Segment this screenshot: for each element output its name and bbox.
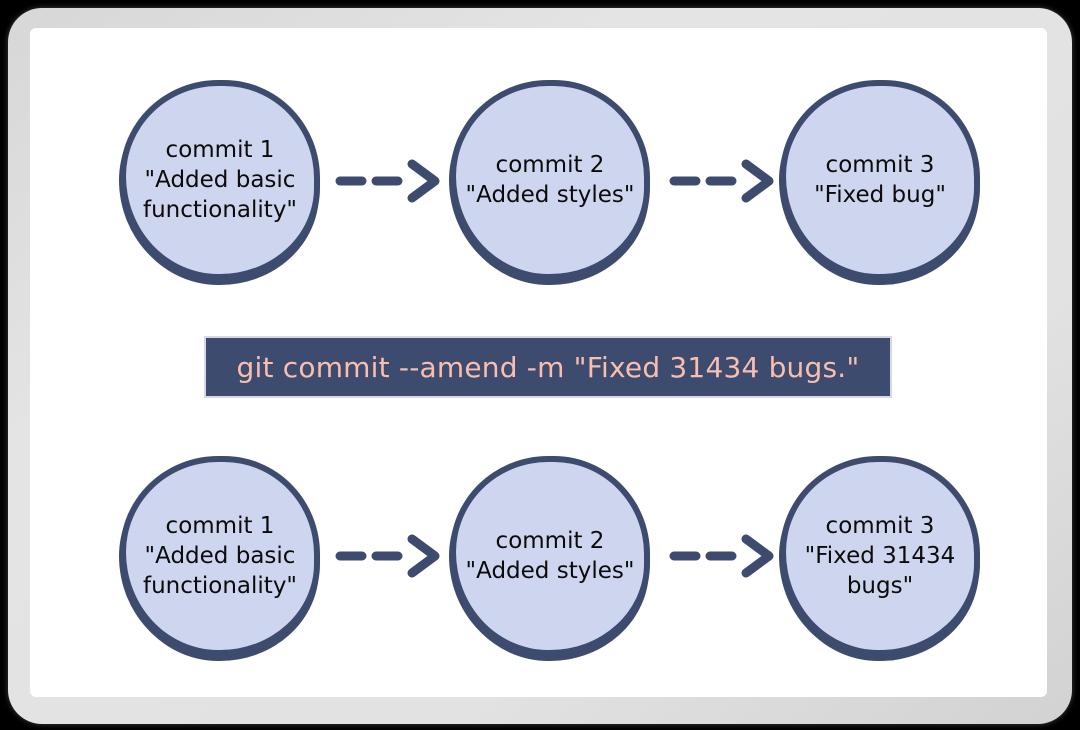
git-command-bar: git commit --amend -m "Fixed 31434 bugs.…	[204, 336, 892, 398]
commit-node-label: commit 1 "Added basic functionality"	[142, 513, 298, 599]
commit-node-after-1: commit 1 "Added basic functionality"	[120, 456, 320, 656]
commit-node-label: commit 2 "Added styles"	[465, 152, 635, 208]
diagram-canvas: commit 1 "Added basic functionality" com…	[30, 28, 1047, 697]
dashed-arrow-icon	[335, 534, 440, 578]
commit-node-after-3: commit 3 "Fixed 31434 bugs"	[780, 456, 980, 656]
commit-node-after-2: commit 2 "Added styles"	[450, 456, 650, 656]
commit-node-label: commit 2 "Added styles"	[465, 528, 635, 584]
commit-node-label: commit 3 "Fixed 31434 bugs"	[804, 513, 956, 599]
slide-card: commit 1 "Added basic functionality" com…	[8, 8, 1072, 724]
dashed-arrow-icon	[669, 534, 774, 578]
commit-node-label: commit 3 "Fixed bug"	[814, 152, 946, 208]
dashed-arrow-icon	[335, 159, 440, 203]
git-command-text: git commit --amend -m "Fixed 31434 bugs.…	[236, 350, 860, 384]
commit-node-label: commit 1 "Added basic functionality"	[142, 137, 298, 223]
commit-node-before-2: commit 2 "Added styles"	[450, 80, 650, 280]
commit-node-before-1: commit 1 "Added basic functionality"	[120, 80, 320, 280]
commit-node-before-3: commit 3 "Fixed bug"	[780, 80, 980, 280]
dashed-arrow-icon	[669, 159, 774, 203]
